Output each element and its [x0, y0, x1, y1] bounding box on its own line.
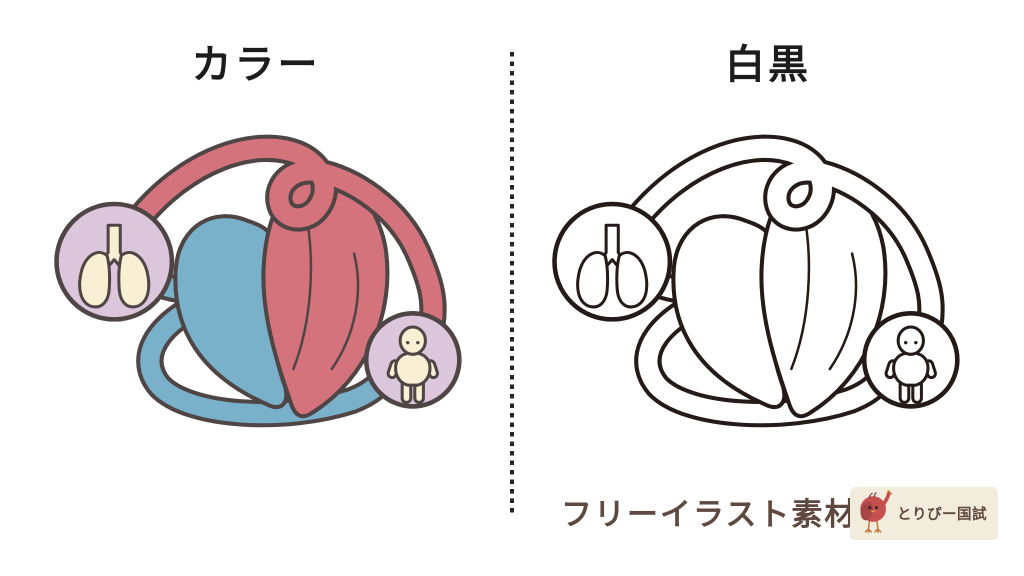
panel-title-monochrome: 白黒 — [725, 42, 811, 88]
bird-mascot-icon — [860, 489, 893, 533]
panel-title-color: カラー — [191, 42, 321, 88]
credit-text: フリーイラスト素材 — [561, 497, 858, 533]
circulation-illustration-color — [56, 148, 460, 417]
site-logo: とりぴー国試 — [850, 487, 998, 540]
circulation-illustration-monochrome — [554, 148, 958, 417]
dotted-divider — [510, 52, 514, 516]
logo-text: とりぴー国試 — [897, 507, 987, 523]
